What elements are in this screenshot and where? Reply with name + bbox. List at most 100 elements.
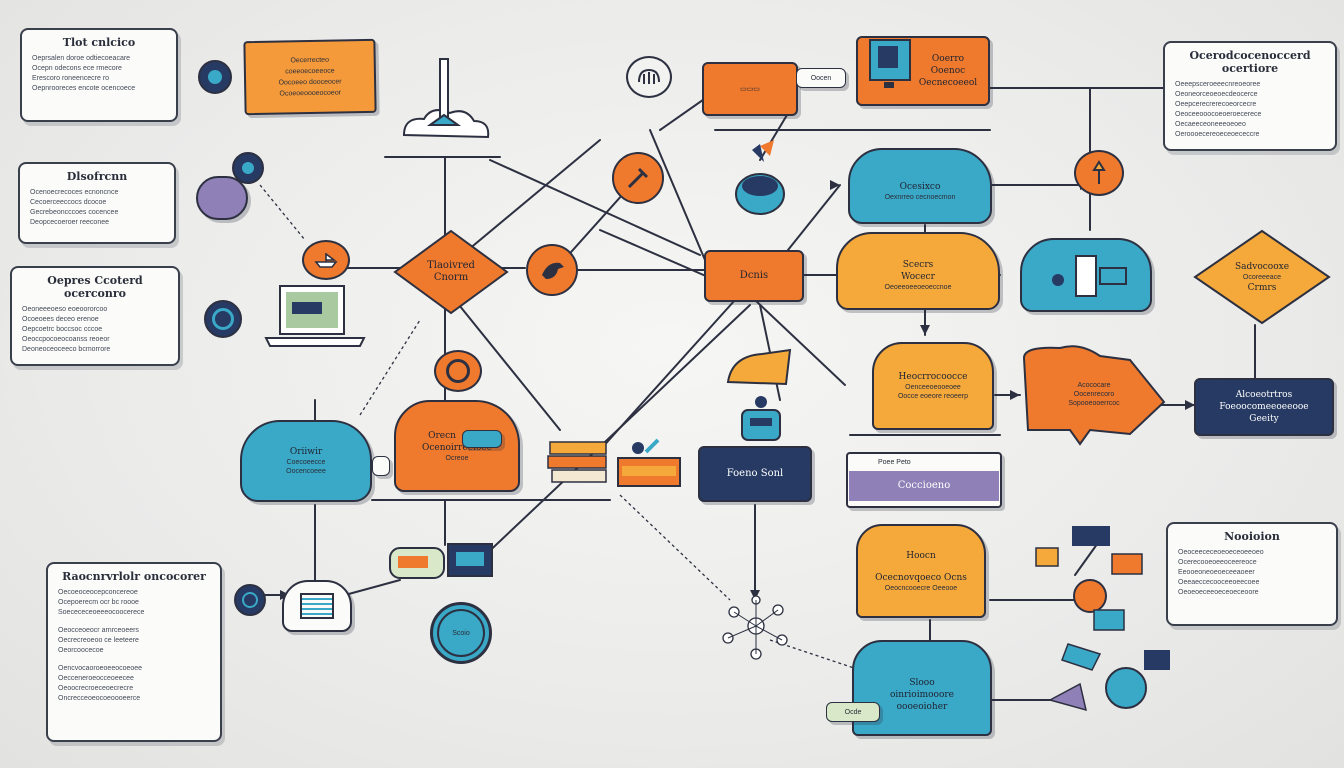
cloud-line: Ocesixco: [899, 181, 941, 192]
cloud-teal-left[interactable]: Oriiwir Coecoeecce Oocencoeee: [240, 420, 372, 502]
info-card-top-left: Tlot cnlcico Oeprsalen doroe odtiecoeaca…: [20, 28, 178, 122]
card-line: Oeeaeccecooceeoeecoee: [1178, 579, 1260, 586]
box-line: Oecnecoeeol: [918, 78, 978, 88]
cloud-teal-top[interactable]: Ocesixco Oexnrreo cecnoecmon: [848, 148, 992, 224]
chip-label: Oocen: [810, 74, 832, 82]
card-title: Oepres Ccoterd ocerconro: [47, 274, 143, 300]
connector: [759, 109, 791, 161]
note-text: Oecerrecteo coeeoecoeeoce Oocoeeo dooceo…: [278, 56, 342, 98]
box-line: Oenceeoeooeoee: [905, 384, 961, 391]
cloud-line: Oocencoeee: [286, 468, 326, 475]
diamond-line: Cnorm: [433, 272, 469, 283]
card-line: Oepnrooreces encote ocencoece: [32, 85, 136, 92]
box-line: Slooo: [909, 678, 935, 688]
teal-circle-inner: Scoio: [437, 609, 485, 657]
navy-box-center[interactable]: Foeno Sonl: [698, 446, 812, 502]
card-line: Deopcecoeroer reeconee: [30, 219, 109, 226]
flag-orange[interactable]: Acococare Oocenrecoro Sopooeooerrcoc: [1020, 342, 1168, 446]
info-card-ocorco: Oepres Ccoterd ocerconro Oeoneeeoeso eoe…: [10, 266, 180, 366]
hat-icon: [726, 348, 792, 386]
card-line: Ocenoecrecoces ecnoncnce: [30, 189, 119, 196]
cloud-line: Coecoeecce: [286, 459, 326, 466]
box-label: Foeno Sonl: [726, 468, 784, 479]
amber-box-mid[interactable]: Heocrrocoocce Oenceeoeooeoee Oocce eoeor…: [872, 342, 994, 430]
lavender-box[interactable]: Poee Peto Coccioeno: [846, 452, 1002, 508]
ship-icon: [302, 240, 350, 280]
amber-box-low[interactable]: Hoocn Ocecnovqoeco Ocns Oeocncooecre Oee…: [856, 524, 986, 618]
cloud-doc-bottom: [282, 580, 352, 632]
cloud-amber-mid[interactable]: Scecrs Wocecr Oeoeeoeeoeoeccnoe: [836, 232, 1000, 310]
card-line: Oeoocrecroeceoecrecre: [58, 685, 134, 692]
card-line: Oecaeeceoneeeoeoeo: [1175, 121, 1246, 128]
coin-icon: [234, 584, 266, 616]
card-line: Oeeepsceroeeecnreoeoree: [1175, 81, 1261, 88]
dashed-connector: [619, 494, 731, 601]
arrowhead: [830, 180, 840, 190]
dashed-connector: [359, 319, 421, 416]
hub-node[interactable]: Dcnis: [704, 250, 804, 302]
info-card-bottom-right: Nooioion Oeoceececeoeoeceoeeoeo Ocerecoo…: [1166, 522, 1338, 626]
cloud-line: Oexnrreo cecnoecmon: [884, 193, 956, 201]
card-line: Oeorcoocecoe: [58, 647, 104, 654]
gear-icon-inner: [212, 308, 234, 330]
diamond-line: Crmrs: [1247, 282, 1277, 293]
small-doc-icon: [372, 456, 390, 476]
card-line: Ocoeoees deceo erenoe: [22, 316, 99, 323]
card-chip-icon: [462, 430, 502, 448]
box-line: Foeoocomeeoeeooe: [1219, 402, 1309, 412]
chip-label-bottom[interactable]: Ocde: [826, 702, 880, 722]
card-line: Cecoerceeccocs dcocoe: [30, 199, 107, 206]
arrowhead: [920, 325, 930, 335]
mascot-icon: [735, 140, 785, 215]
card-title: Nooioion: [1224, 530, 1280, 543]
box-line: Oocce eoeore reoeerp: [897, 393, 969, 400]
card-line: Oencvocaoroeoeeocoeoee: [58, 665, 143, 672]
card-title: Dlsofrcnn: [66, 170, 128, 183]
card-line: Ocepn odecons ece rmecore: [32, 65, 122, 72]
coin-icon-inner: [242, 592, 258, 608]
card-line: Erescoro roneencecre ro: [32, 75, 110, 82]
flag-line: Acococare: [1077, 381, 1111, 389]
teal-circle-node[interactable]: Scoio: [430, 602, 492, 664]
navy-box-right[interactable]: Alcoeotrtros Foeoocomeeoeeooe Geeity: [1194, 378, 1334, 436]
cat-icon-inner: [242, 162, 254, 174]
orange-cloud-left[interactable]: Orecn Ocenoirreeioee Ocreoe: [394, 400, 520, 492]
card-line: Deoneoceoceeco bcmorrore: [22, 346, 111, 353]
flag-line: Sopooeooerrcoc: [1068, 399, 1120, 407]
cloud-line: Ocreoe: [445, 454, 469, 462]
connector: [599, 229, 716, 281]
arrowhead: [750, 590, 760, 600]
connector: [454, 299, 561, 431]
box-label: Coccioeno: [897, 480, 951, 491]
dashed-connector: [769, 639, 861, 671]
card-line: Ocepoerecm ocr bc roooe: [58, 599, 139, 606]
gear-icon: [204, 300, 242, 338]
box-line: Ocecnovqoeco Ocns: [875, 572, 967, 583]
bird-icon: [198, 60, 232, 94]
server-icon: [1052, 255, 1127, 297]
logo-badge-icon: [626, 56, 672, 98]
cloud-teal-right: [1020, 238, 1152, 312]
info-card-top-right: Ocerodcocenoccerd ocertiore Oeeepsceroee…: [1163, 41, 1337, 151]
orange-chip-top: ▭▭▭: [702, 62, 798, 116]
card-line: Oeocceoeocr arnrceoeers: [58, 627, 139, 634]
card-line: Oecceneroeocceoeecee: [58, 675, 134, 682]
box-line: Hoocn: [906, 550, 936, 561]
box-line: Oeocncooecre Oeeooe: [884, 584, 958, 592]
connector: [489, 159, 701, 256]
bird-icon-inner: [208, 70, 222, 84]
diamond-shape: [1193, 229, 1331, 325]
connector: [344, 579, 401, 596]
connector: [649, 129, 706, 261]
cloud-purple-small: [196, 176, 248, 220]
chip-label-top[interactable]: Oocen: [796, 68, 846, 88]
rocket-icon: [402, 58, 490, 139]
box-line: Alcoeotrtros: [1235, 390, 1293, 400]
cloud-line: Oeoeeoeeoeoeccnoe: [884, 283, 952, 291]
cloud-line: Wocecr: [901, 271, 935, 282]
card-line: Oeoceececeoeoeceoeeoeo: [1178, 549, 1264, 556]
card-line: Oeoccpocoeocoanss reoeor: [22, 336, 110, 343]
cloud-line: Ocenoirreeioee: [421, 442, 493, 453]
card-line: Oepcoetrc boccsoc cccoe: [22, 326, 103, 333]
